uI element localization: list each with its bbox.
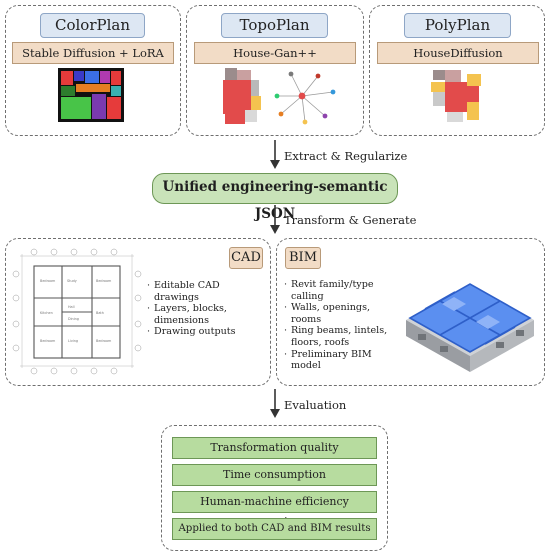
colorplan-panel [5, 5, 181, 136]
svg-text:Study: Study [67, 279, 77, 283]
evaluation-item-applied-both: Applied to both CAD and BIM results [172, 518, 377, 540]
svg-text:Bedroom: Bedroom [40, 339, 56, 343]
bim-model-image [406, 283, 534, 372]
topoplan-method: House-Gan++ [194, 42, 356, 64]
polyplan-floorplan-image [431, 70, 481, 122]
topoplan-title: TopoPlan [221, 13, 328, 38]
cad-drawing-image: Bedroom Study Bedroom Hall Kitchen Bath … [12, 248, 142, 375]
list-item: ·Layers, blocks, dimensions [147, 303, 227, 326]
arrow-extract [270, 140, 280, 169]
cad-panel [5, 238, 271, 386]
svg-text:Bath: Bath [96, 311, 104, 315]
evaluation-panel [161, 425, 388, 551]
topoplan-panel [186, 5, 364, 136]
list-item: ·Walls, openings, rooms [284, 302, 371, 325]
polyplan-panel [369, 5, 545, 136]
evaluation-item-time-consumption: Time consumption [172, 464, 377, 486]
topoplan-layout-graph [223, 68, 336, 125]
svg-text:Bedroom: Bedroom [96, 339, 112, 343]
list-item: ·Ring beams, lintels, floors, roofs [284, 325, 388, 348]
bim-label: BIM [285, 247, 321, 269]
unified-json-box: Unified engineering-semantic JSON [152, 173, 398, 222]
bim-bullet-list: ·Revit family/type calling ·Walls, openi… [284, 279, 402, 372]
colorplan-title: ColorPlan [40, 13, 145, 38]
polyplan-method: HouseDiffusion [377, 42, 539, 64]
transform-generate-label: Transform & Generate [284, 213, 417, 227]
colorplan-method: Stable Diffusion + LoRA [12, 42, 174, 64]
bim-panel [276, 238, 545, 386]
svg-text:Hall: Hall [68, 305, 75, 309]
svg-text:Bedroom: Bedroom [40, 279, 56, 283]
arrow-evaluation [270, 389, 280, 418]
svg-text:Kitchen: Kitchen [40, 311, 53, 315]
cad-bullet-list: ·Editable CAD drawings ·Layers, blocks, … [147, 280, 267, 338]
colorplan-floorplan-image [58, 68, 124, 122]
svg-text:Dining: Dining [68, 317, 79, 321]
evaluation-item-transformation-quality: Transformation quality [172, 437, 377, 459]
svg-text:Living: Living [68, 339, 78, 343]
arrow-transform [270, 205, 280, 234]
evaluation-item-efficiency-comparison: Human-machine efficiency comparison [172, 491, 377, 528]
list-item: ·Editable CAD drawings [147, 280, 220, 303]
list-item: ·Revit family/type calling [284, 279, 374, 302]
list-item: ·Preliminary BIM model [284, 348, 372, 372]
polyplan-title: PolyPlan [404, 13, 511, 38]
evaluation-label: Evaluation [284, 398, 347, 412]
extract-regularize-label: Extract & Regularize [284, 149, 408, 163]
cad-label: CAD [229, 247, 263, 269]
svg-text:Bedroom: Bedroom [96, 279, 112, 283]
list-item: ·Drawing outputs [147, 326, 236, 338]
